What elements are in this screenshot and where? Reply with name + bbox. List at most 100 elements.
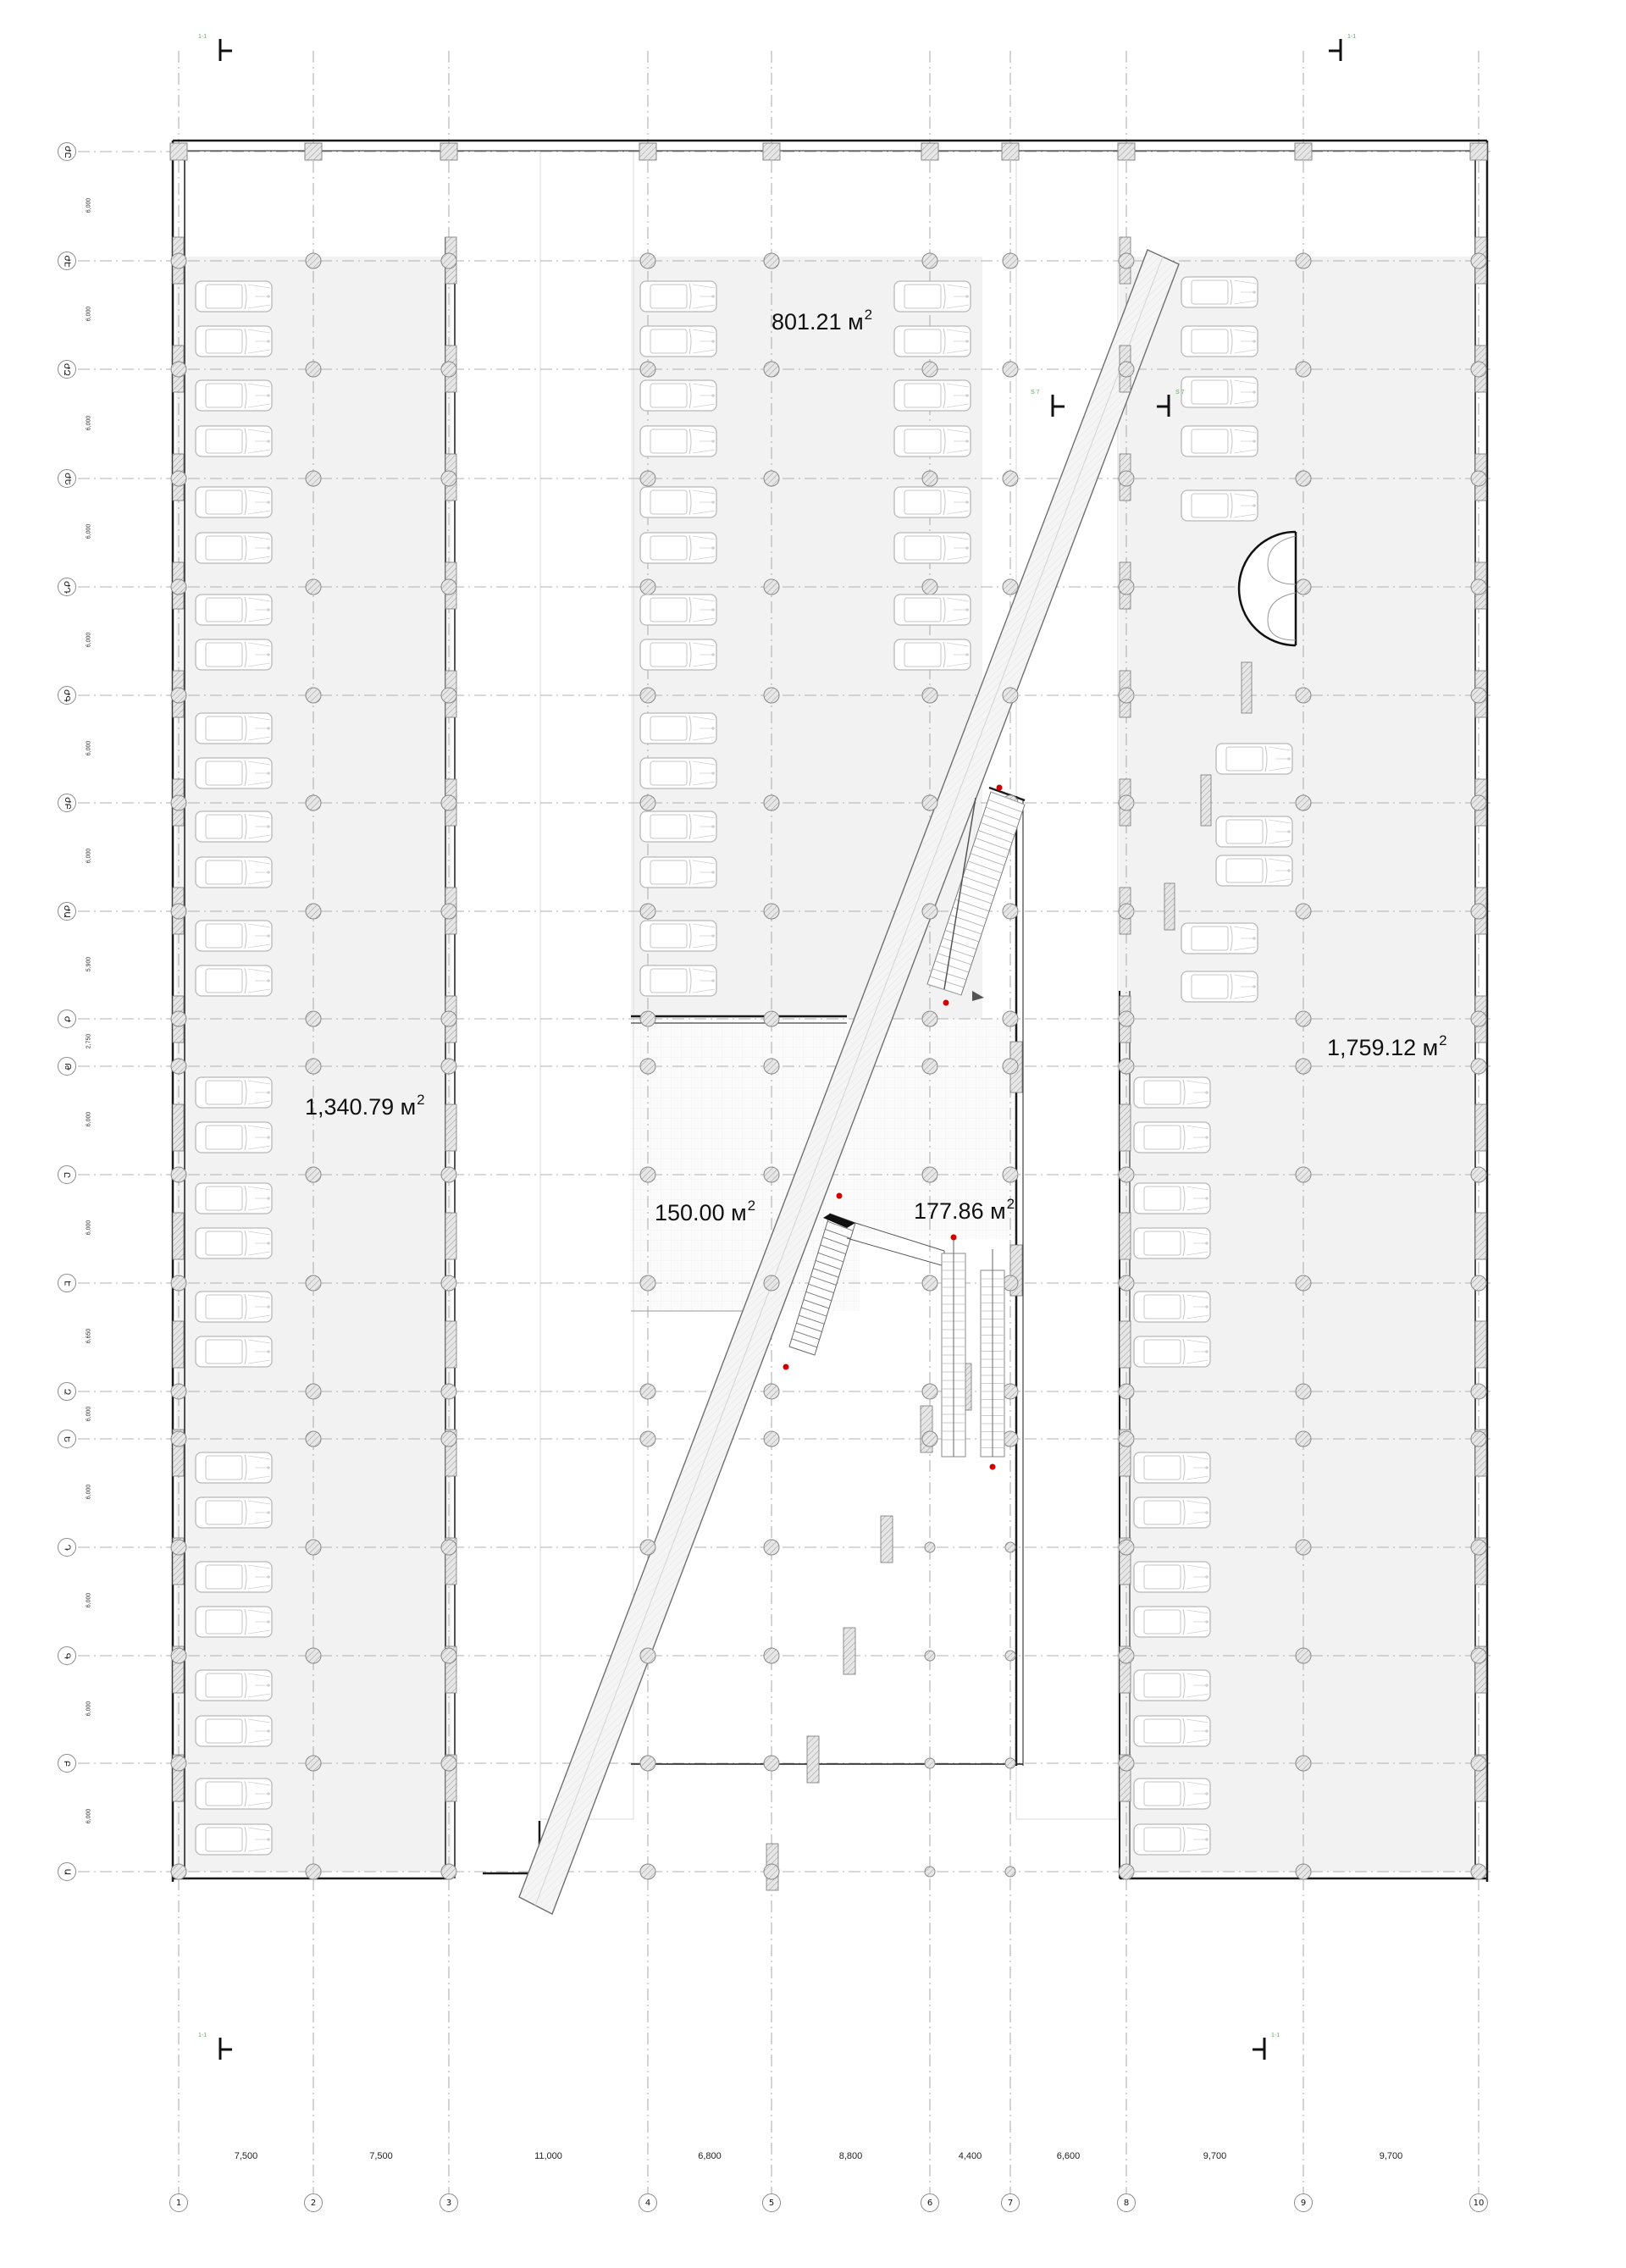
axis-row-label: ԺԸ — [62, 145, 72, 158]
section-tag-0: 1-1 — [198, 34, 207, 40]
row-dimension-label: 6,000 — [86, 1592, 92, 1608]
axis-bubble-row-1: ԺԷ — [58, 252, 76, 270]
column-dimension-label: 6,600 — [1056, 2151, 1081, 2161]
column-dimension-label: 4,400 — [958, 2151, 982, 2161]
axis-row-label: Ժ — [62, 1015, 72, 1022]
axis-row-label: ԺԵ — [62, 472, 72, 485]
axis-bubble-row-9: Թ — [58, 1057, 76, 1076]
axis-bubble-row-12: Զ — [58, 1382, 76, 1401]
area-value: 150.00 м — [655, 1200, 747, 1225]
row-dimension-label: 6,000 — [86, 1220, 92, 1236]
row-dimension-label: 6,000 — [86, 415, 92, 430]
row-dimension-label: 6,000 — [86, 1406, 92, 1422]
area-label-lobby-west: 150.00 м2 — [655, 1198, 755, 1225]
escalator-north — [926, 784, 1026, 1006]
area-value: 1,340.79 м — [305, 1094, 417, 1120]
area-label-east-parking: 1,759.12 м2 — [1327, 1033, 1447, 1059]
axis-bubble-row-8: Ժ — [58, 1010, 76, 1028]
row-dimension-label: 2,750 — [86, 1033, 92, 1049]
area-label-north-parking: 801.21 м2 — [772, 307, 872, 334]
column-dimension-label: 11,000 — [534, 2151, 562, 2161]
axis-row-label: Գ — [62, 1652, 72, 1659]
stair-central — [783, 1192, 945, 1370]
axis-row-label: Է — [62, 1280, 72, 1286]
area-unit-superscript: 2 — [864, 307, 873, 323]
axis-bubble-col-3: 3 — [440, 2193, 458, 2212]
axis-row-label: Թ — [62, 1062, 72, 1070]
section-tag-5: S 7 — [1175, 390, 1185, 396]
area-unit-superscript: 2 — [747, 1198, 756, 1214]
axis-bubble-row-17: Ա — [58, 1862, 76, 1881]
area-value: 801.21 м — [772, 309, 864, 335]
column-dimension-label: 9,700 — [1203, 2151, 1227, 2161]
row-dimension-label: 6,000 — [86, 632, 92, 648]
column-dimension-label: 9,700 — [1379, 2151, 1403, 2161]
axis-row-label: Դ — [62, 1544, 72, 1551]
axis-row-label: ԺԷ — [62, 255, 72, 267]
axis-bubble-col-8: 8 — [1117, 2193, 1136, 2212]
axis-bubble-col-7: 7 — [1001, 2193, 1020, 2212]
axis-bubble-col-6: 6 — [921, 2193, 939, 2212]
axis-row-label: ԺԴ — [62, 580, 72, 594]
axis-bubble-row-16: Բ — [58, 1754, 76, 1773]
axis-bubble-row-15: Գ — [58, 1646, 76, 1665]
axis-bubble-row-0: ԺԸ — [58, 142, 76, 161]
row-dimension-label: 6,000 — [86, 740, 92, 755]
axis-row-label: Ա — [62, 1868, 72, 1875]
area-value: 1,759.12 м — [1327, 1035, 1439, 1060]
row-dimension-label: 6,000 — [86, 1808, 92, 1824]
axis-bubble-col-4: 4 — [639, 2193, 657, 2212]
axis-bubble-col-5: 5 — [762, 2193, 781, 2212]
row-dimension-label: 6,000 — [86, 848, 92, 864]
axis-bubble-row-2: ԺԶ — [58, 360, 76, 379]
axis-bubble-row-6: ԺԲ — [58, 794, 76, 812]
area-label-lobby-east: 177.86 м2 — [914, 1197, 1015, 1223]
area-unit-superscript: 2 — [1006, 1196, 1015, 1212]
row-dimension-label: 6,000 — [86, 1701, 92, 1716]
section-tag-3: 1-1 — [1271, 2033, 1280, 2038]
section-markers — [218, 39, 1342, 2060]
axis-row-label: ԺԶ — [62, 362, 72, 376]
diagonal-ramp — [518, 249, 1180, 1915]
axis-bubble-row-10: Ը — [58, 1165, 76, 1184]
axis-row-label: Ը — [62, 1171, 72, 1178]
column-dimension-label: 8,800 — [838, 2151, 863, 2161]
axis-bubble-row-13: Ե — [58, 1430, 76, 1448]
axis-bubble-col-2: 2 — [304, 2193, 323, 2212]
axis-row-label: ԺԳ — [62, 689, 72, 702]
axis-bubble-col-10: 10 — [1469, 2193, 1488, 2212]
axis-row-label: ԺԲ — [62, 796, 72, 810]
semicircular-room — [1237, 530, 1297, 647]
structural-columns — [169, 142, 1488, 1880]
axis-bubble-row-5: ԺԳ — [58, 686, 76, 705]
axis-row-label: ԺԱ — [62, 904, 72, 918]
row-dimension-label: 5,900 — [86, 956, 92, 971]
axis-bubble-col-1: 1 — [169, 2193, 188, 2212]
row-dimension-label: 6,000 — [86, 306, 92, 322]
row-dimension-label: 6,000 — [86, 523, 92, 539]
axis-bubble-row-3: ԺԵ — [58, 469, 76, 488]
axis-bubble-row-14: Դ — [58, 1538, 76, 1557]
column-dimension-label: 7,500 — [234, 2151, 258, 2161]
axis-bubble-row-7: ԺԱ — [58, 902, 76, 921]
area-unit-superscript: 2 — [1439, 1032, 1447, 1048]
axis-bubble-row-11: Է — [58, 1274, 76, 1292]
row-dimension-label: 6,000 — [86, 1484, 92, 1500]
axis-row-label: Բ — [62, 1760, 72, 1767]
column-dimension-label: 6,800 — [698, 2151, 722, 2161]
building-walls — [171, 139, 1489, 1882]
section-tag-4: S 7 — [1031, 390, 1040, 396]
zone-service-strip-left — [539, 150, 634, 1820]
section-tag-2: 1-1 — [198, 2033, 207, 2038]
row-dimension-label: 6,000 — [86, 1111, 92, 1127]
column-dimension-label: 7,500 — [369, 2151, 393, 2161]
area-value: 177.86 м — [914, 1198, 1006, 1224]
axis-bubble-col-9: 9 — [1294, 2193, 1313, 2212]
row-dimension-label: 6,650 — [86, 1328, 92, 1344]
row-dimension-label: 6,000 — [86, 197, 92, 213]
axis-row-label: Զ — [62, 1388, 72, 1395]
area-label-west-parking: 1,340.79 м2 — [305, 1093, 425, 1119]
area-unit-superscript: 2 — [417, 1092, 425, 1108]
parking-zones — [176, 150, 1475, 1872]
